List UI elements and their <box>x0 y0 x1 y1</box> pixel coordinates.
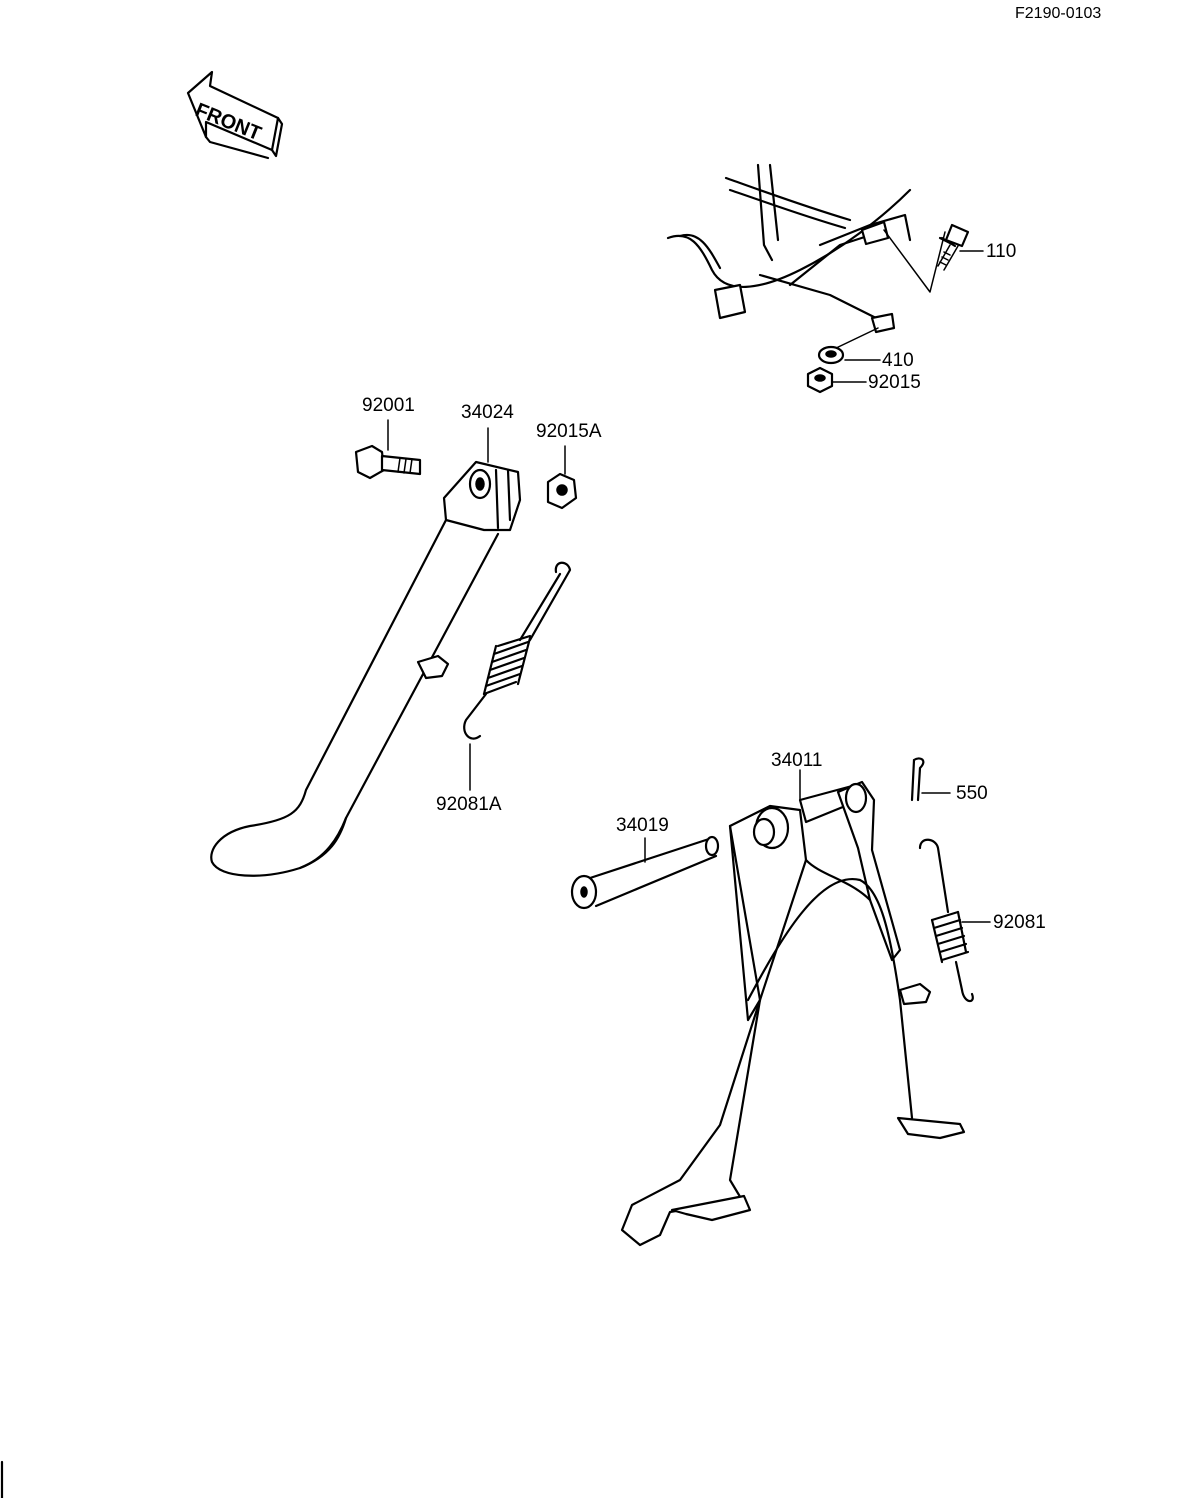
part-label-34011: 34011 <box>771 750 823 771</box>
center-stand-34011 <box>620 769 966 1247</box>
bolt-110 <box>937 223 984 271</box>
diagram-code: F2190-0103 <box>1015 5 1102 22</box>
nut-92015 <box>806 366 867 394</box>
part-label-92015: 92015 <box>868 372 921 393</box>
frame-sketch <box>666 163 946 351</box>
part-label-34019: 34019 <box>616 815 669 836</box>
part-label-92081: 92081 <box>993 912 1046 933</box>
cotter-pin-550 <box>910 757 951 802</box>
part-label-92001: 92001 <box>362 395 415 416</box>
nut-92015A <box>546 445 578 510</box>
side-stand-34024 <box>210 427 522 877</box>
bolt-92001 <box>354 419 422 480</box>
part-label-550: 550 <box>956 783 988 804</box>
part-label-34024: 34024 <box>461 402 514 423</box>
front-arrow-icon <box>186 70 284 160</box>
spring-92081A <box>463 561 572 791</box>
pin-34019 <box>570 835 720 910</box>
part-label-92015A: 92015A <box>536 421 602 442</box>
part-label-410: 410 <box>882 350 914 371</box>
part-label-110: 110 <box>986 241 1017 262</box>
spring-92081 <box>918 838 991 1003</box>
part-label-92081A: 92081A <box>436 794 502 815</box>
washer-410 <box>817 345 881 365</box>
